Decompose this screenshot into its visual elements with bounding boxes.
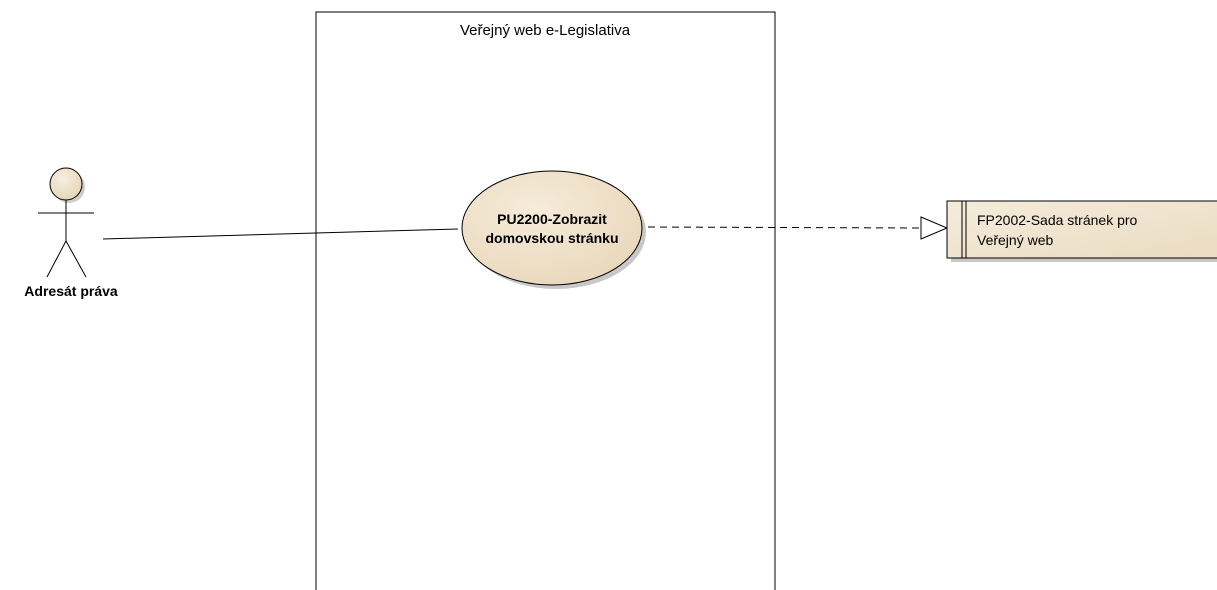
use-case-label-line2: domovskou stránku [485, 230, 618, 246]
component-label-line2: Veřejný web [977, 232, 1053, 248]
actor-label: Adresát práva [24, 283, 118, 299]
system-boundary-frame [315, 11, 776, 590]
system-boundary[interactable]: Veřejný web e-Legislativa [315, 11, 776, 590]
realization-connector[interactable] [647, 216, 949, 240]
realization-arrowhead-icon [920, 216, 949, 240]
actor-adresat-prava[interactable]: Adresát práva [24, 167, 118, 299]
association-line[interactable] [102, 228, 459, 240]
use-case-ellipse [461, 170, 643, 286]
actor-right-leg [65, 240, 87, 278]
component-label-line1: FP2002-Sada stránek pro [977, 212, 1138, 228]
system-boundary-title: Veřejný web e-Legislativa [460, 22, 631, 39]
actor-left-leg [46, 240, 67, 278]
actor-head-icon [49, 167, 83, 201]
component-box [946, 200, 1217, 259]
use-case-pu2200[interactable]: PU2200-Zobrazit domovskou stránku [461, 170, 646, 289]
component-fp2002[interactable]: FP2002-Sada stránek pro Veřejný web [946, 200, 1217, 262]
use-case-label-line1: PU2200-Zobrazit [497, 211, 607, 227]
realization-line [647, 226, 922, 229]
